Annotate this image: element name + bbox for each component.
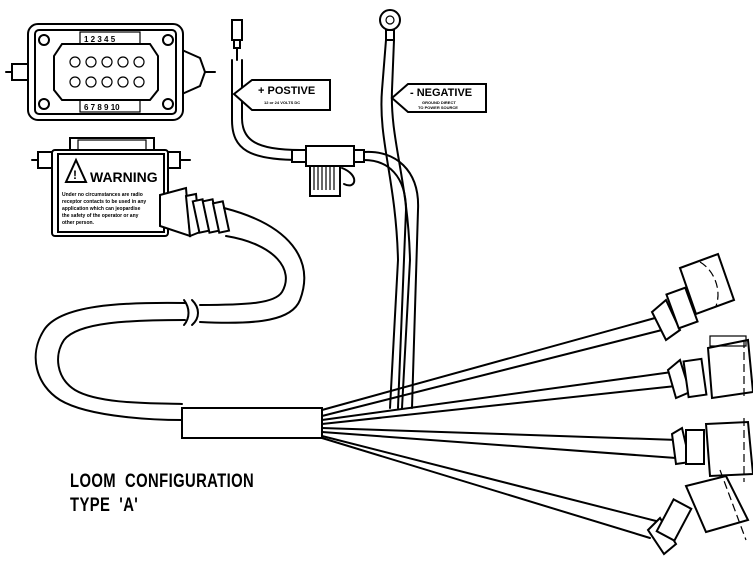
solenoid-socket-2 <box>666 335 753 400</box>
warning-title: WARNING <box>90 169 158 185</box>
negative-tag-sub-1: GROUND DIRECT <box>422 100 456 105</box>
negative-tag-sub-2: TO POWER SOURCE <box>418 105 458 110</box>
panel-connector: 1 2 3 4 5 6 7 8 9 10 <box>5 23 216 121</box>
positive-tag-title: + POSTIVE <box>258 85 315 97</box>
fanout-wires <box>321 317 679 539</box>
power-wires: + POSTIVE 12 or 24 VOLTS DC - NEGATIVE G… <box>231 9 487 409</box>
caption-line-1: LOOM CONFIGURATION <box>70 471 255 492</box>
warning-connector: ! WARNING Under no circumstances are rad… <box>31 137 231 238</box>
solenoid-socket-1 <box>650 252 736 342</box>
warning-line-5: other person. <box>62 220 95 226</box>
solenoid-socket-4 <box>646 469 750 556</box>
diagram-caption: LOOM CONFIGURATION TYPE 'A' <box>70 470 254 518</box>
warning-line-3: application which can jeopardise <box>62 206 141 212</box>
pin-numbers-top: 1 2 3 4 5 <box>84 35 116 44</box>
main-cable <box>34 207 323 439</box>
warning-line-1: Under no circumstances are radio <box>62 192 143 198</box>
pin-numbers-bottom: 6 7 8 9 10 <box>84 103 120 112</box>
positive-tag-sub: 12 or 24 VOLTS DC <box>264 100 300 105</box>
warning-line-4: the safety of the operator or any <box>62 213 139 219</box>
solenoid-socket-3 <box>670 418 753 482</box>
negative-tag-title: - NEGATIVE <box>410 87 472 99</box>
svg-text:!: ! <box>73 168 77 182</box>
caption-line-2: TYPE 'A' <box>70 495 139 516</box>
warning-line-2: receptor contacts to be used in any <box>62 199 146 205</box>
